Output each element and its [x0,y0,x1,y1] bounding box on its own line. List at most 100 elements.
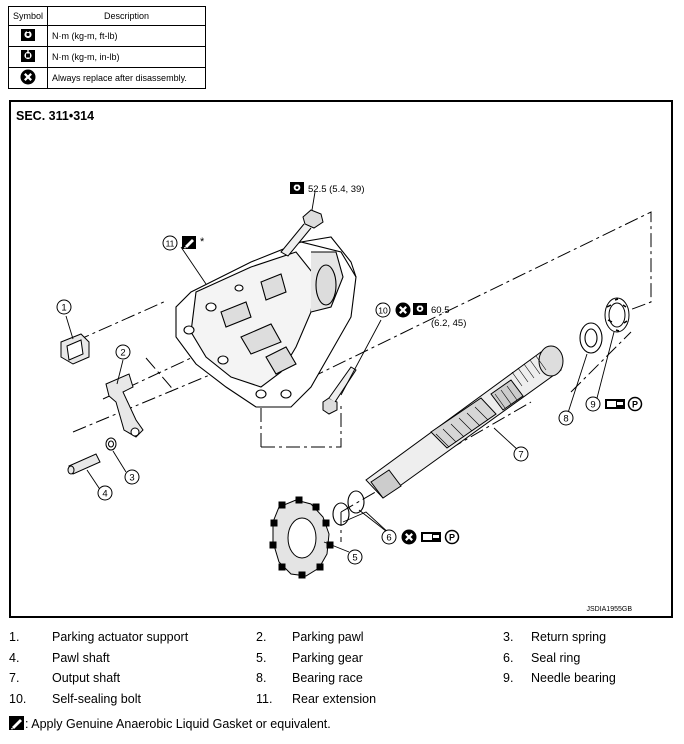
svg-text:60.5: 60.5 [431,305,450,316]
svg-text:(6.2, 45): (6.2, 45) [431,318,466,329]
part-name: Pawl shaft [52,650,110,665]
needle-bearing-annotation: P [605,396,643,412]
part-name: Rear extension [292,691,377,706]
svg-text:6: 6 [386,533,391,544]
part-name: Self-sealing bolt [52,691,141,706]
callout-10: 10 [375,302,391,318]
return-spring [105,437,117,451]
torque-wrench-icon [290,182,304,194]
output-shaft [365,345,564,499]
svg-text:P: P [449,533,455,543]
svg-text:11: 11 [166,239,175,249]
assembly-axis-lines [72,211,652,542]
petroleum-jelly-icon: P [627,396,643,412]
part-number: 10. [9,691,27,706]
grease-gun-icon [605,399,625,409]
parts-row: 1. Parking actuator support 2. Parking p… [9,630,669,651]
liquid-gasket-icon [9,716,25,734]
footnote-text: : Apply Genuine Anaerobic Liquid Gasket … [25,717,331,731]
callout-8: 8 [558,410,574,426]
needle-bearing [604,297,630,333]
svg-text:4: 4 [102,489,107,500]
part-number: 7. [9,671,20,685]
part-number: 9. [503,671,514,685]
svg-text:*: * [200,236,205,248]
callout-7: 7 [513,446,529,462]
callout-2: 2 [115,344,131,360]
gasket-annotation: * [182,236,205,249]
torque-wrench-icon [21,29,35,41]
petroleum-jelly-icon: P [444,529,460,545]
parking-actuator-support [60,333,90,365]
diagram-drawing: SEC. 311•314 [16,109,652,613]
parking-pawl [105,373,144,438]
part-name: Parking pawl [292,630,364,644]
callouts: 1 2 3 4 5 6 7 [56,235,601,565]
callout-4: 4 [97,485,113,501]
callout-11: 11 [162,235,178,251]
svg-text:2: 2 [120,348,125,359]
parts-row: 7. Output shaft 8. Bearing race 9. Needl… [9,671,669,692]
gasket-footnote: : Apply Genuine Anaerobic Liquid Gasket … [9,716,331,734]
callout-9: 9 [585,396,601,412]
svg-text:52.5 (5.4, 39): 52.5 (5.4, 39) [308,184,365,195]
torque-annotation-top: 52.5 (5.4, 39) [290,182,365,195]
legend-row: Always replace after disassembly. [7,67,206,89]
part-name: Parking gear [292,650,363,665]
svg-text:P: P [632,400,638,410]
legend-description: Always replace after disassembly. [47,67,206,89]
svg-text:1: 1 [61,303,66,314]
exploded-diagram: SEC. 311•314 [9,100,673,618]
svg-text:7: 7 [518,450,523,461]
grease-gun-icon [421,532,441,542]
self-sealing-bolt [322,366,357,415]
part-name: Needle bearing [531,671,616,685]
always-replace-icon [400,528,418,546]
figure-code: JSDIA1955GB [586,606,632,613]
legend-row: N·m (kg-m, ft-lb) [7,25,206,47]
part-number: 1. [9,630,20,644]
torque-wrench-inlb-icon [21,50,35,62]
svg-text:10: 10 [378,306,388,316]
always-replace-icon [394,301,412,319]
part-name: Parking actuator support [52,630,189,644]
part-name: Bearing race [292,671,363,685]
parts-row: 4. Pawl shaft 5. Parking gear 6. Seal ri… [9,651,669,672]
symbol-legend-table: Symbol Description N·m (kg-m, ft-lb) N·m… [7,6,206,89]
legend-description: N·m (kg-m, in-lb) [47,46,206,68]
svg-text:3: 3 [129,473,134,484]
legend-header-row: Symbol Description [7,6,206,26]
part-name: Seal ring [531,650,581,665]
torque-wrench-icon [413,303,427,315]
svg-text:8: 8 [563,414,568,425]
seal-ring-annotation: P [400,528,460,546]
section-title: SEC. 311•314 [16,109,94,123]
pawl-shaft [67,453,101,475]
part-name: Output shaft [52,671,121,685]
bearing-race [579,322,603,354]
legend-description: N·m (kg-m, ft-lb) [47,25,206,47]
callout-5: 5 [347,549,363,565]
always-replace-icon [20,69,36,85]
parts-row: 10. Self-sealing bolt 11. Rear extension [9,692,669,713]
rear-extension-housing [175,236,357,408]
part-number: 6. [503,650,514,665]
legend-header-description: Description [47,6,206,26]
svg-text:5: 5 [352,553,357,564]
part-name: Return spring [531,630,607,644]
part-number: 3. [503,630,514,644]
parts-list: 1. Parking actuator support 2. Parking p… [9,630,669,712]
svg-text:9: 9 [590,400,595,411]
seal-rings [332,490,365,526]
callout-3: 3 [124,469,140,485]
top-bolt [280,209,324,257]
liquid-gasket-icon [182,236,196,249]
callout-1: 1 [56,299,72,315]
parking-gear [269,496,334,579]
leader-lines [65,191,615,553]
bolt-torque-annotation: 60.5 (6.2, 45) [394,301,466,329]
part-number: 4. [9,650,20,665]
callout-6: 6 [381,529,397,545]
part-number: 2. [256,630,267,644]
legend-row: N·m (kg-m, in-lb) [7,46,206,68]
